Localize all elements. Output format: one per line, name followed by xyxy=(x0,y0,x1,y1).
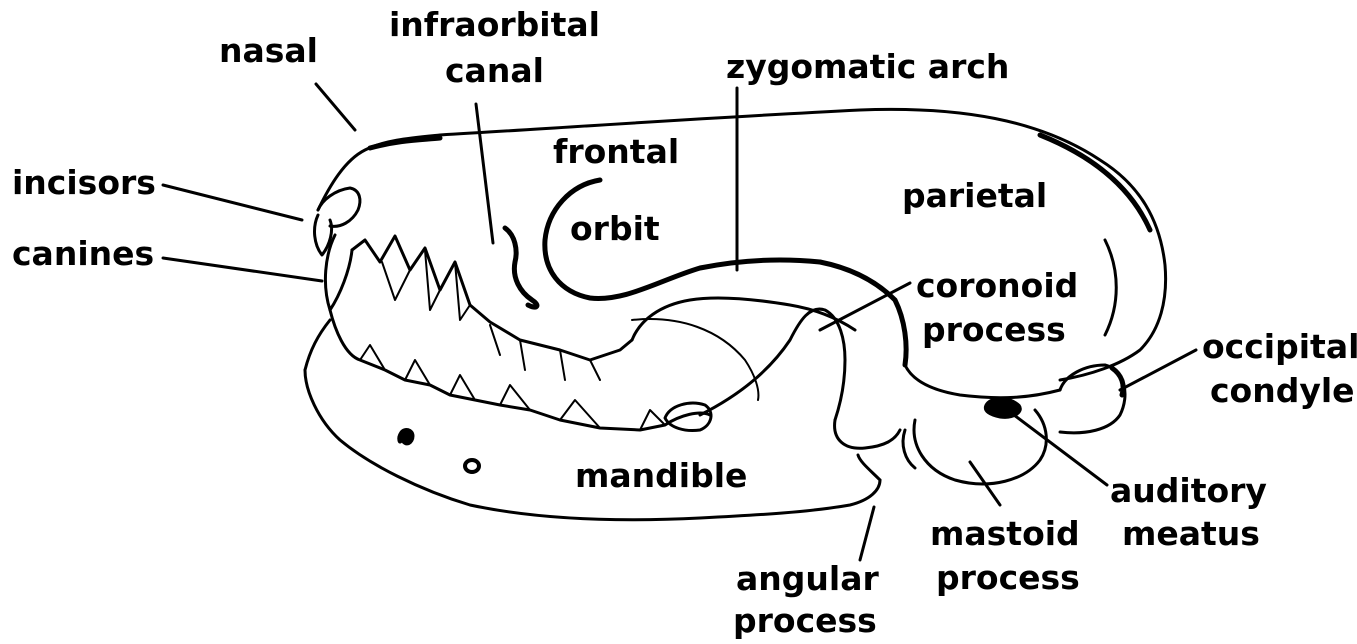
canine-tooth xyxy=(325,235,352,310)
mandible-outline xyxy=(305,370,880,520)
auditory-bulla xyxy=(914,410,1046,484)
mental-foramen-2 xyxy=(465,460,479,472)
mental-foramen-1 xyxy=(398,429,414,445)
braincase-back-heavy xyxy=(1040,135,1150,230)
zygomatic-arch-upper xyxy=(820,262,906,365)
label-nasal: nasal xyxy=(219,31,318,70)
leader-angular xyxy=(860,507,874,560)
mandible-angle xyxy=(835,420,900,480)
mandible-front xyxy=(305,320,330,370)
condyle-heavy xyxy=(1112,368,1123,395)
label-auditory-meatus-line2: meatus xyxy=(1122,514,1260,553)
label-coronoid-process-line2: process xyxy=(922,310,1066,349)
snout-tip xyxy=(318,188,360,226)
label-occipital-condyle: occipital xyxy=(1202,327,1357,366)
cranium-base xyxy=(905,365,1060,398)
label-incisors: incisors xyxy=(12,163,156,202)
cranium-top-heavy xyxy=(370,138,440,148)
leader-nasal xyxy=(316,84,355,130)
label-coronoid-process: coronoid xyxy=(916,266,1078,305)
leader-infraorbital xyxy=(476,104,493,243)
label-mastoid-process-line2: process xyxy=(936,558,1080,597)
label-frontal: frontal xyxy=(553,132,679,171)
occipital-condyle-shape xyxy=(1060,365,1125,433)
lower-teeth-cusps xyxy=(360,345,665,430)
label-orbit: orbit xyxy=(570,209,660,248)
label-parietal: parietal xyxy=(902,176,1047,215)
label-angular-process: angular xyxy=(736,559,879,598)
label-mandible: mandible xyxy=(575,456,747,495)
label-mastoid-process: mastoid xyxy=(930,514,1080,553)
coronoid-process xyxy=(700,309,845,420)
molar-lower xyxy=(665,403,711,430)
label-angular-process-line2: process xyxy=(733,601,877,640)
label-occipital-condyle-line2: condyle xyxy=(1210,371,1355,410)
label-canines: canines xyxy=(12,234,154,273)
braincase-inner xyxy=(1105,240,1116,335)
leader-incisors xyxy=(163,185,302,220)
label-infraorbital-canal: infraorbital xyxy=(389,5,600,44)
label-infraorbital-canal-line2: canal xyxy=(445,51,544,90)
label-auditory-meatus: auditory xyxy=(1110,471,1267,510)
infraorbital-opening xyxy=(505,228,537,307)
coronoid-inner xyxy=(632,319,758,400)
label-zygomatic-arch: zygomatic arch xyxy=(726,47,1009,86)
leader-canines xyxy=(163,258,322,281)
